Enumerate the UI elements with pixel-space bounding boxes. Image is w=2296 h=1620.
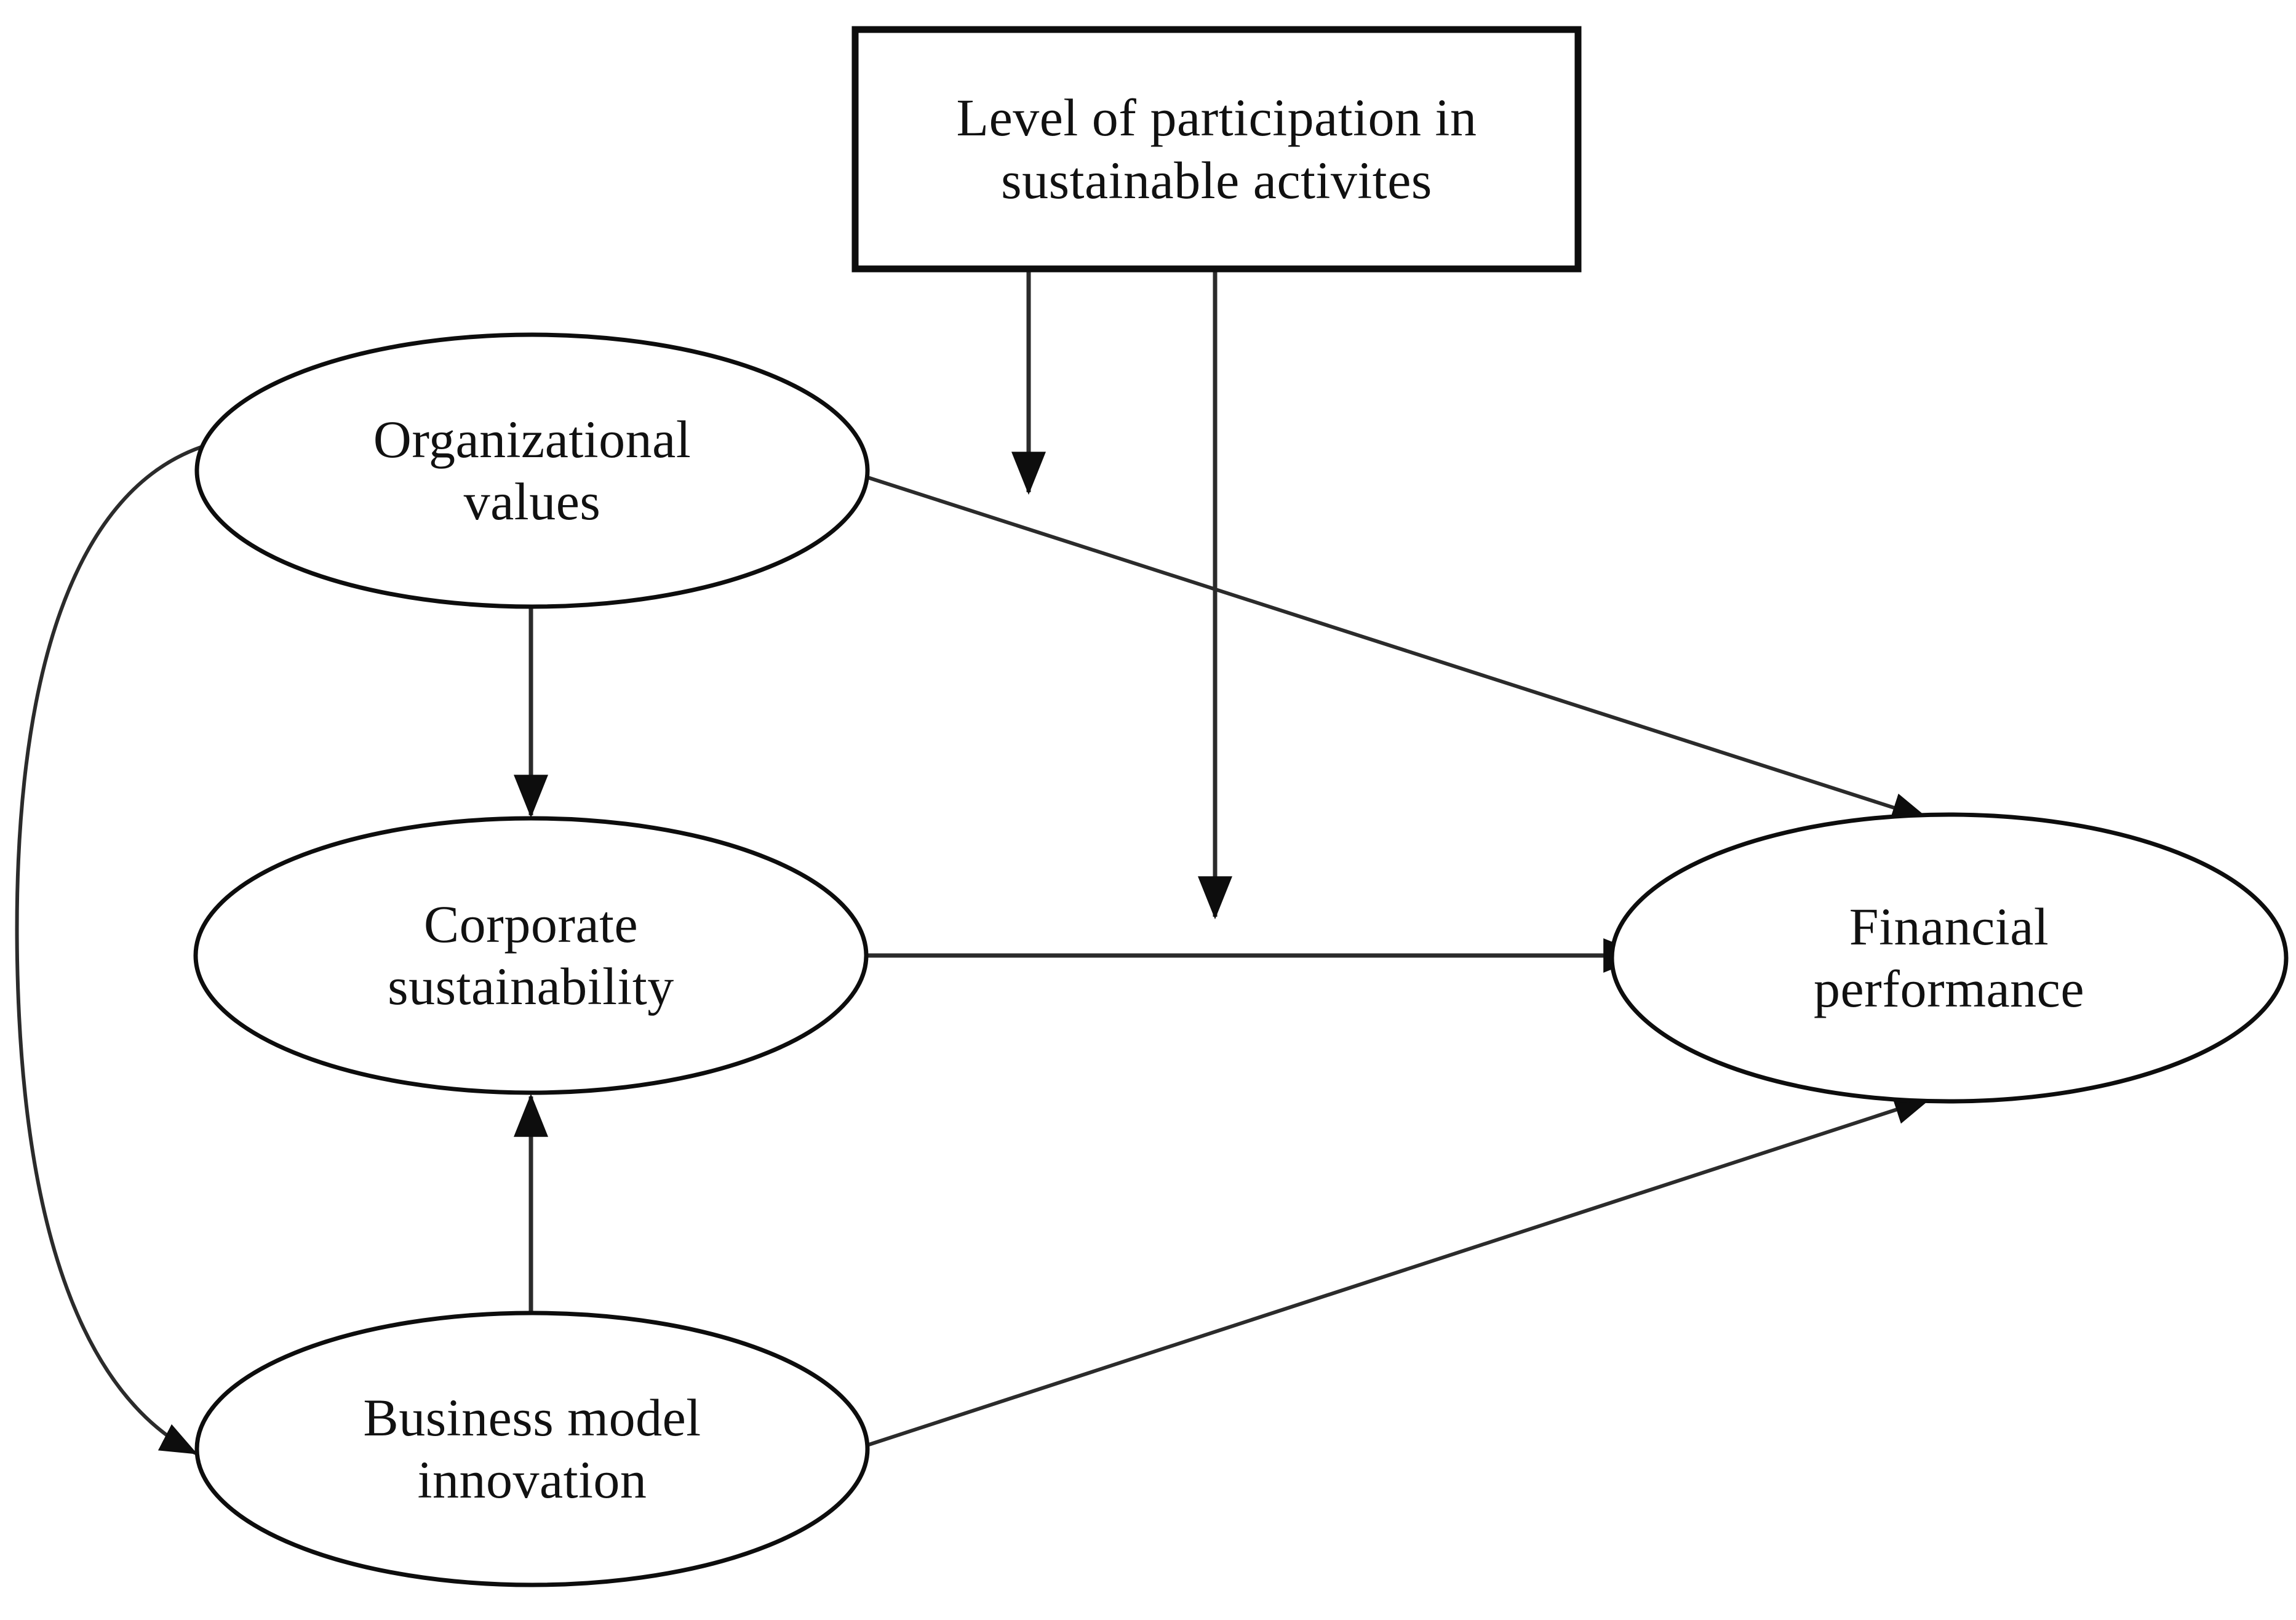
node-corporate-sustainability[interactable]: [193, 816, 869, 1095]
edge-business-model-innovation-to-financial-performance: [861, 1095, 1932, 1449]
edge-organizational-values-to-financial-performance: [859, 473, 1929, 822]
node-business-model-innovation[interactable]: [194, 1311, 870, 1587]
node-organizational-values[interactable]: [194, 332, 870, 609]
node-financial-performance[interactable]: [1609, 812, 2289, 1104]
edge-organizational-values-to-business-model-innovation: [15, 443, 209, 1455]
node-moderator-box[interactable]: [851, 26, 1582, 273]
